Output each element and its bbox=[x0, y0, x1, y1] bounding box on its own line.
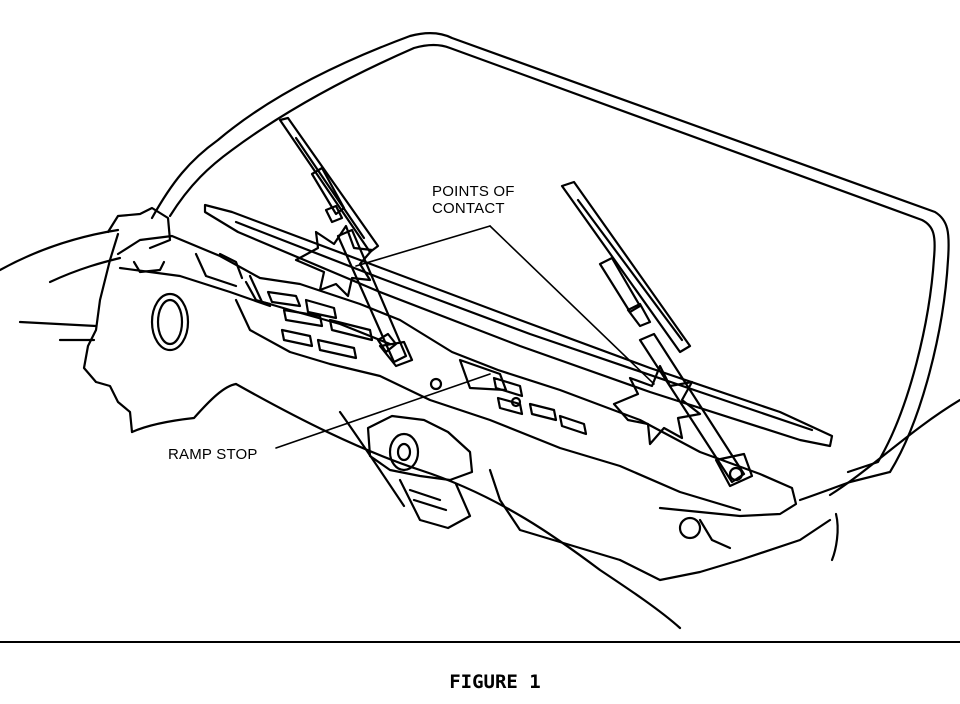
windshield-wiper-illustration bbox=[0, 32, 960, 630]
ramp-stop-label: RAMP STOP bbox=[168, 446, 258, 463]
windshield-frame bbox=[150, 32, 960, 562]
contact-burst-right[interactable] bbox=[612, 364, 702, 446]
leader-lines bbox=[275, 225, 655, 449]
points-label-line-2: CONTACT bbox=[432, 200, 505, 217]
left-wiper bbox=[278, 116, 414, 368]
wiper-motor bbox=[366, 414, 474, 530]
cowl-seal-strip bbox=[203, 203, 834, 448]
left-fender bbox=[0, 206, 238, 434]
points-of-contact-label: POINTS OF CONTACT bbox=[432, 183, 552, 217]
right-wiper bbox=[560, 180, 754, 488]
caption-divider bbox=[0, 641, 960, 643]
cowl-panel bbox=[116, 234, 798, 518]
points-label-line-1: POINTS OF bbox=[432, 183, 515, 200]
figure-caption: FIGURE 1 bbox=[449, 671, 541, 693]
